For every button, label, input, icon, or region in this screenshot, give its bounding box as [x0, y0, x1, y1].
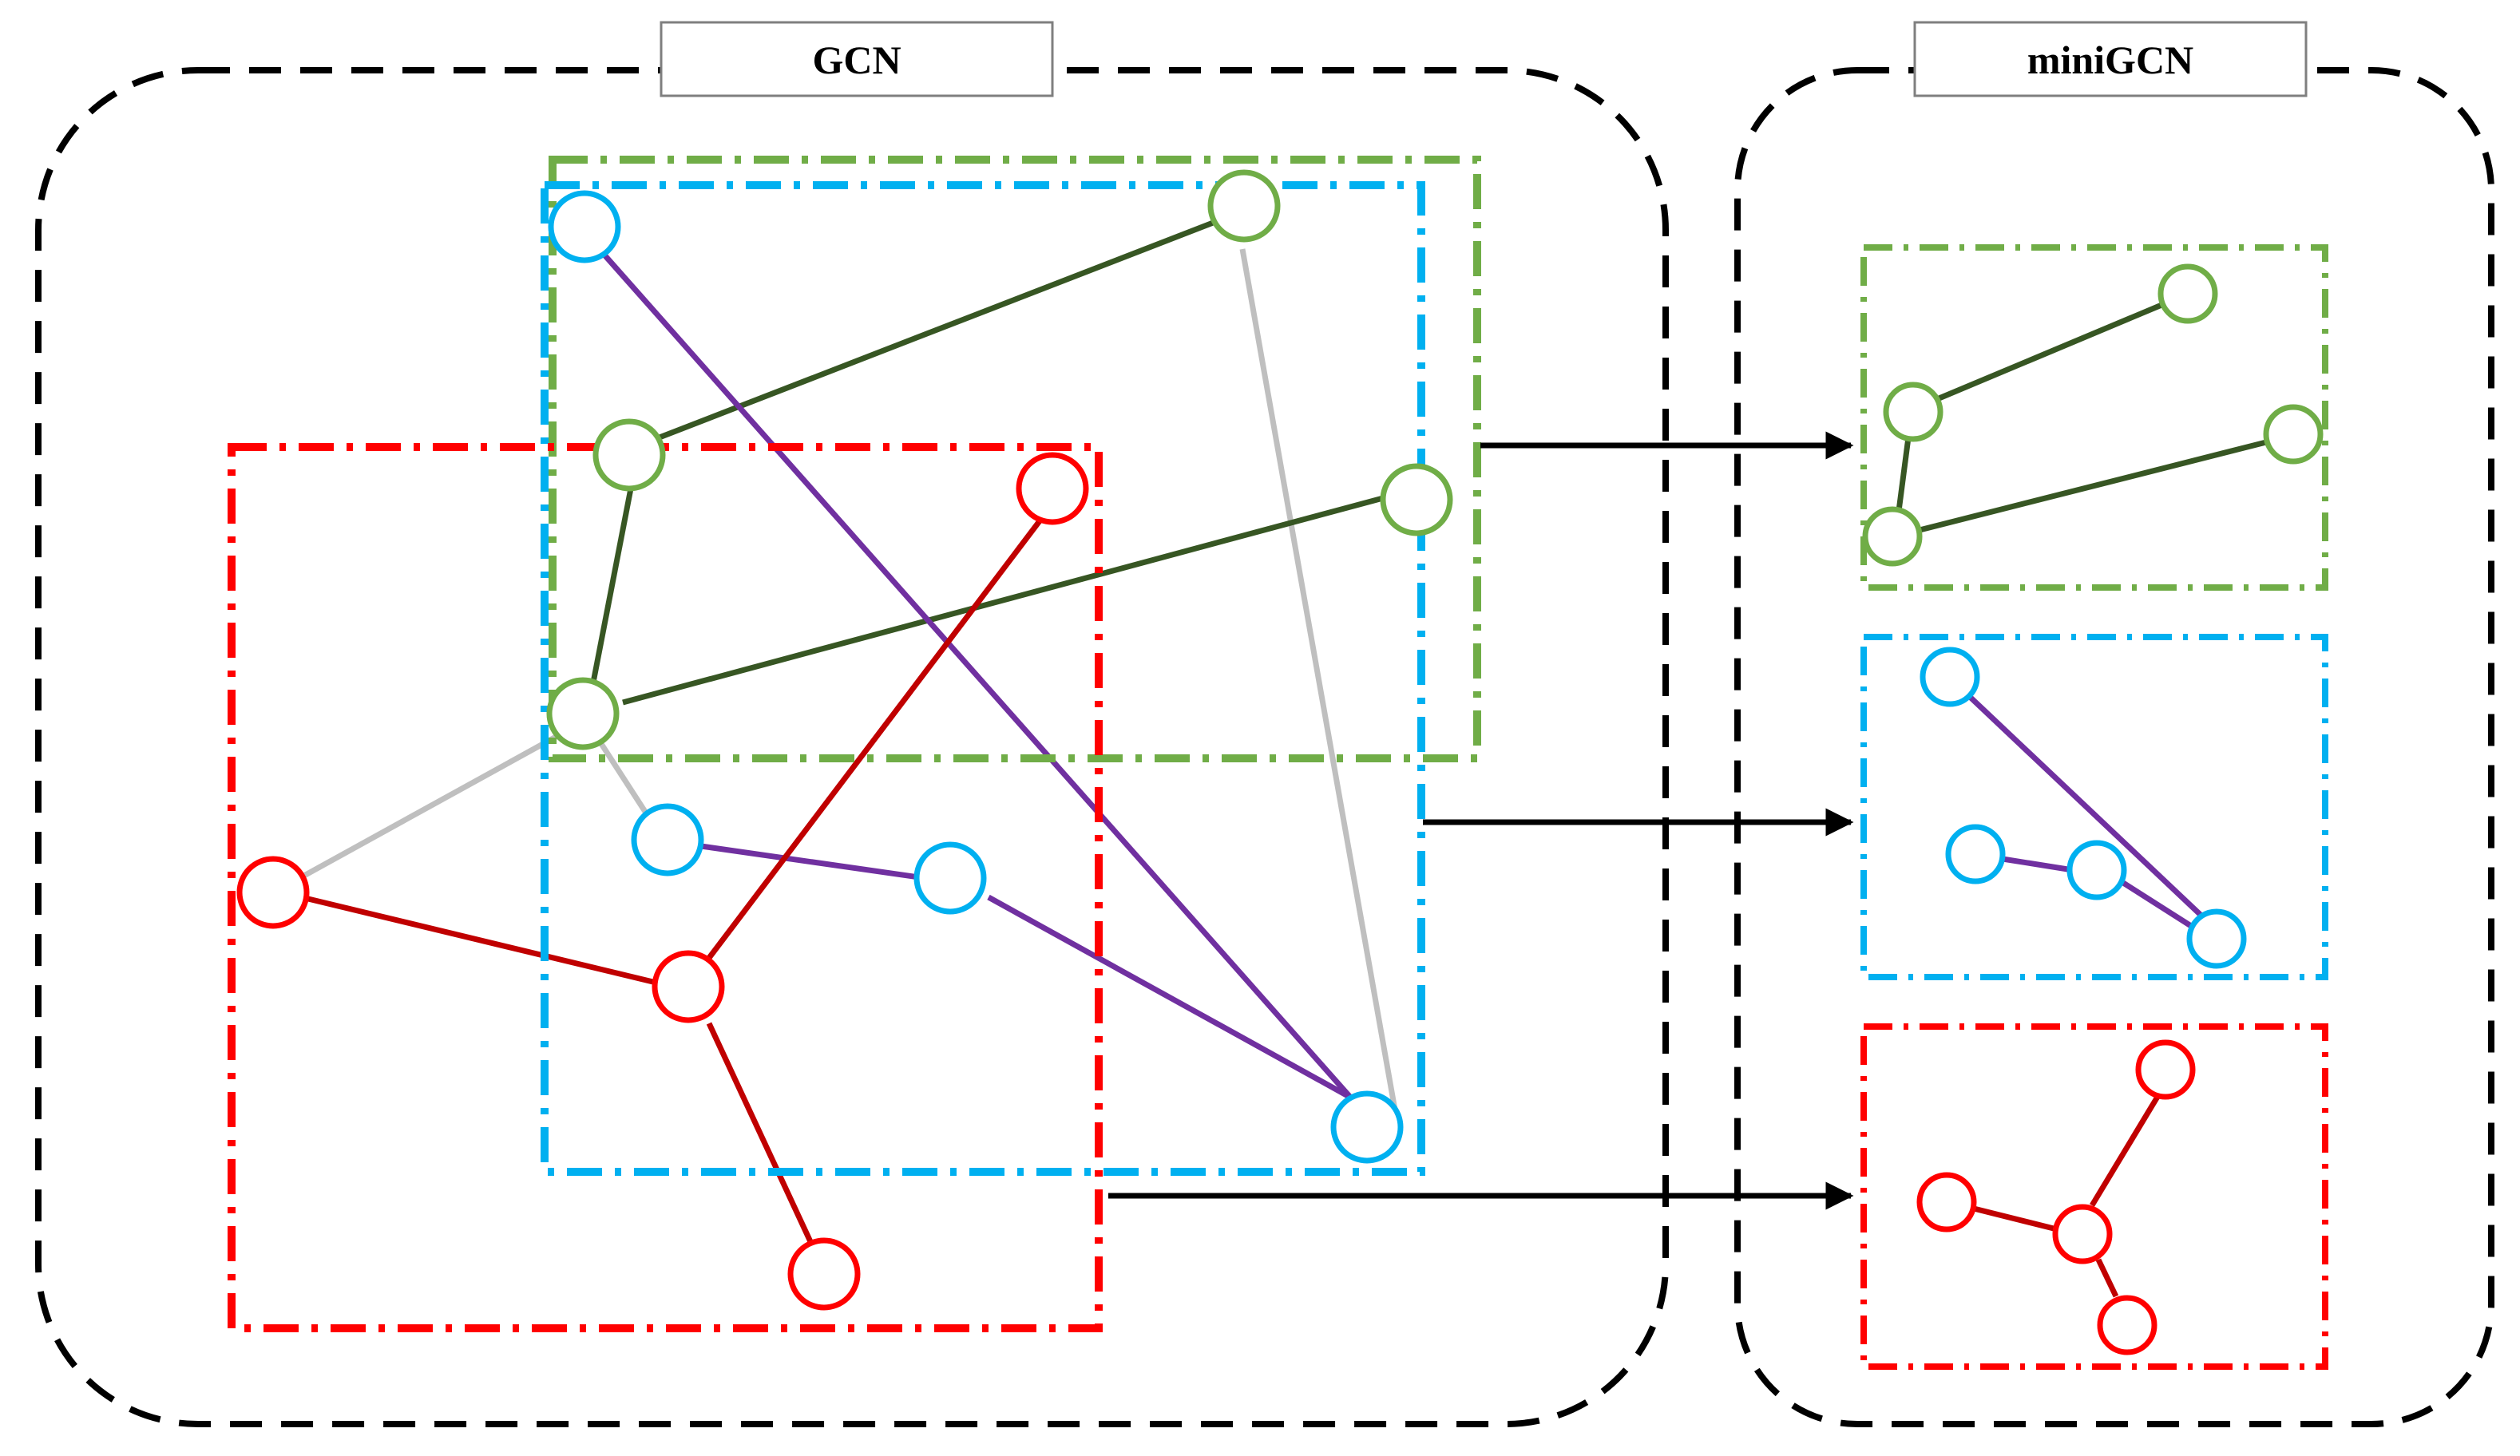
mini-blue-box — [1860, 634, 2328, 980]
mini-node-green — [2157, 263, 2218, 324]
mini-green-box — [1860, 244, 2328, 591]
node-blue — [913, 841, 987, 915]
red-group-box — [228, 443, 1103, 1332]
mini-node-red — [2135, 1039, 2196, 1100]
mini-node-blue — [2066, 840, 2127, 900]
node-blue — [631, 803, 704, 876]
minigcn-panel-border — [1734, 67, 2494, 1427]
mini-green-subgraph — [1860, 244, 2328, 591]
gcn-nodes — [236, 169, 1453, 1311]
gcn-title-box: GCN — [660, 21, 1054, 97]
mini-edge-green-b — [1896, 437, 1912, 512]
gcn-title: GCN — [812, 38, 901, 82]
arrows — [1108, 431, 1854, 1210]
mini-blue-subgraph — [1860, 634, 2328, 980]
mini-node-red — [2097, 1295, 2157, 1355]
mini-node-blue — [2186, 908, 2247, 969]
edge-purple-c — [987, 894, 1351, 1100]
mini-node-red — [1916, 1172, 1977, 1232]
mini-edge-purple-a — [1967, 694, 2205, 919]
edge-red-a — [307, 896, 660, 987]
red-edges — [307, 516, 1044, 1248]
edge-purple-a — [600, 250, 1357, 1104]
mini-edge-green-c — [1919, 439, 2267, 533]
gcn-panel-border — [35, 67, 1669, 1427]
edge-green-a — [637, 216, 1225, 449]
mini-node-green — [1862, 506, 1923, 567]
minigcn-title: miniGCN — [2027, 38, 2193, 82]
mini-node-blue — [1945, 824, 2006, 884]
node-red — [652, 950, 725, 1023]
edge-gray-c — [1239, 248, 1399, 1115]
mini-edge-red-c — [2095, 1258, 2119, 1298]
mini-red-box — [1860, 1023, 2328, 1370]
node-red — [236, 856, 310, 929]
node-red — [1016, 452, 1089, 525]
node-green — [546, 677, 620, 750]
mini-edge-purple-b — [2002, 856, 2074, 873]
edge-red-c — [706, 1022, 816, 1248]
mini-node-red — [2052, 1204, 2113, 1264]
node-blue — [1330, 1090, 1404, 1164]
mini-edge-green-a — [1936, 300, 2167, 402]
edge-gray-a — [292, 733, 559, 884]
edge-green-b — [589, 488, 634, 687]
node-green — [1207, 169, 1281, 243]
mini-red-subgraph — [1860, 1023, 2328, 1370]
node-green — [1380, 463, 1453, 536]
edge-red-b — [707, 516, 1044, 960]
mini-node-green — [2263, 404, 2324, 465]
mini-node-green — [1883, 382, 1943, 442]
edge-purple-b — [700, 843, 925, 881]
green-edges — [589, 216, 1384, 706]
mini-edge-red-a — [2090, 1095, 2160, 1207]
node-red — [787, 1237, 861, 1311]
mini-edge-red-b — [1973, 1205, 2058, 1232]
mini-edge-purple-c — [2119, 879, 2193, 928]
node-blue — [548, 190, 621, 263]
minigcn-title-box: miniGCN — [1913, 21, 2308, 97]
purple-edges — [600, 250, 1357, 1104]
edge-green-c — [622, 495, 1384, 706]
mini-node-blue — [1920, 647, 1980, 707]
blue-group-box — [541, 181, 1425, 1176]
gray-edges — [292, 248, 1399, 1115]
green-group-box — [549, 156, 1481, 762]
node-green — [592, 418, 666, 492]
